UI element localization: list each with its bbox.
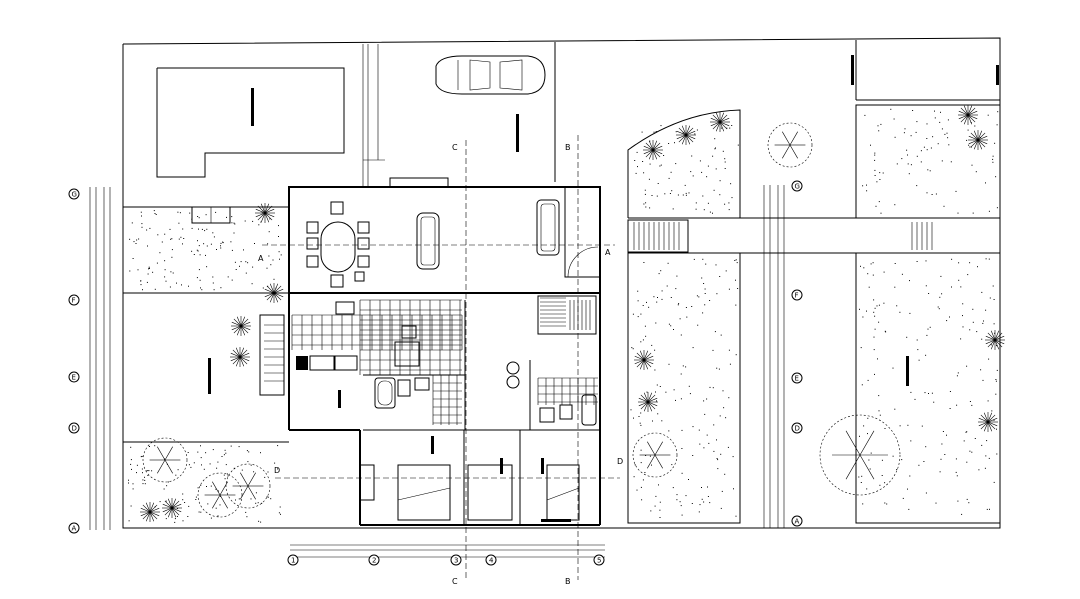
driveway [362,44,519,186]
svg-text:D: D [72,425,77,433]
svg-text:3: 3 [454,557,458,565]
svg-text:G: G [795,183,800,191]
section-mark-b-bottom: B [565,577,571,586]
living-sofas [416,199,560,270]
grid-bubble-right-3: E [791,372,803,384]
grid-bubbles-bottom: 1 2 3 4 5 [287,554,605,566]
grid-bubble-right-4: D [791,422,803,434]
section-mark-b-top: B [565,143,571,152]
section-mark-c-bottom: C [452,577,458,586]
grid-bubble-left-4: D [68,422,80,434]
section-mark-c-top: C [452,143,458,152]
left-yard [123,206,289,443]
section-lines [262,135,620,580]
bedrooms [360,436,580,522]
grid-bubble-bottom-2: 2 [368,554,380,566]
trees [140,105,1005,522]
svg-text:5: 5 [597,557,601,565]
section-mark-d: D [274,466,280,475]
grid-bubble-bottom-3: 3 [450,554,462,566]
grid-bubble-left-2: F [68,294,80,306]
svg-text:A: A [795,518,800,526]
kitchen-fixtures [296,301,420,408]
grid-bubble-bottom-1: 1 [287,554,299,566]
svg-text:A: A [72,525,77,533]
grid-bubbles-left: G F E D A [68,188,80,534]
grid-bubble-right-2: F [791,289,803,301]
svg-text:4: 4 [489,557,494,565]
svg-text:F: F [72,297,76,305]
car-icon [435,55,546,95]
site-boundary [122,37,1001,529]
interior-stair [537,295,597,335]
dining-table [306,201,370,288]
grass-texture [128,108,999,523]
section-mark-a-left: A [258,254,264,263]
grid-bubble-left-3: E [68,371,80,383]
section-markers: A A B B C C D D [258,143,623,586]
grid-bubble-bottom-4: 4 [485,554,497,566]
svg-text:G: G [72,191,77,199]
grid-bubble-left-5: A [68,522,80,534]
grid-bubble-bottom-5: 5 [593,554,605,566]
svg-text:E: E [795,375,799,383]
section-mark-a-right: A [605,248,611,257]
right-garden [627,55,1001,524]
svg-text:2: 2 [372,557,376,565]
kitchen-floor [291,299,598,425]
grid-bubble-left-1: G [68,188,80,200]
bathrooms [374,361,597,426]
grid-bubbles-right: G F E D A [791,180,803,527]
grid-bubble-right-1: G [791,180,803,192]
section-mark-d-right: D [617,457,623,466]
svg-text:E: E [72,374,76,382]
house-walls [288,177,601,526]
grid-bubble-right-5: A [791,515,803,527]
svg-text:F: F [795,292,799,300]
garage-block [156,67,345,178]
grid-lines [89,185,785,558]
svg-text:1: 1 [291,557,295,565]
garden-steps [264,222,933,382]
svg-text:D: D [795,425,800,433]
